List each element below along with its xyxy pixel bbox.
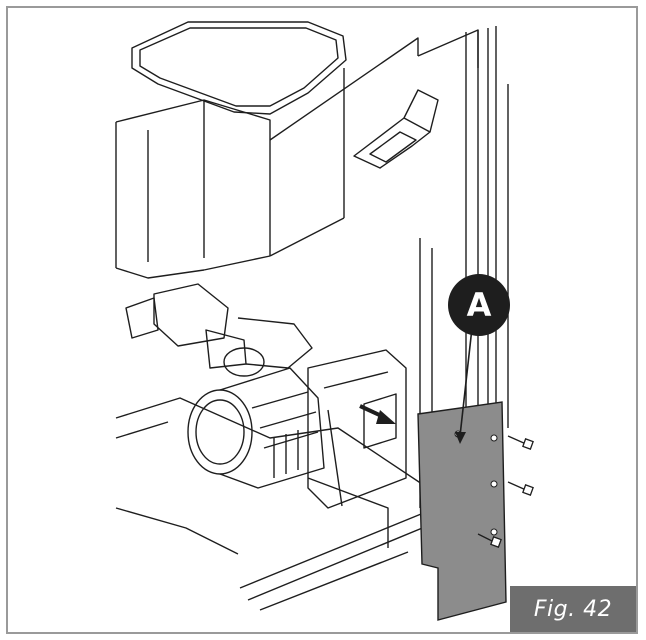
body-bracket <box>353 89 439 169</box>
right-rails <box>419 26 509 508</box>
combustion-chamber <box>307 349 407 509</box>
screw-3 <box>477 533 502 548</box>
stove-body <box>115 29 479 279</box>
screw-1 <box>507 435 534 450</box>
screws <box>477 435 534 548</box>
callout-a: A <box>448 274 510 336</box>
screw-2 <box>507 481 534 496</box>
figure-label: Fig. 42 <box>510 586 636 632</box>
callout-leader <box>455 327 473 444</box>
hopper-lid <box>131 21 347 115</box>
removal-arrow <box>359 404 396 424</box>
figure-frame: A Fig. 42 <box>6 6 638 634</box>
fan-motor <box>187 367 325 489</box>
auger-assembly <box>125 283 313 377</box>
stove-exploded-drawing <box>115 21 534 621</box>
